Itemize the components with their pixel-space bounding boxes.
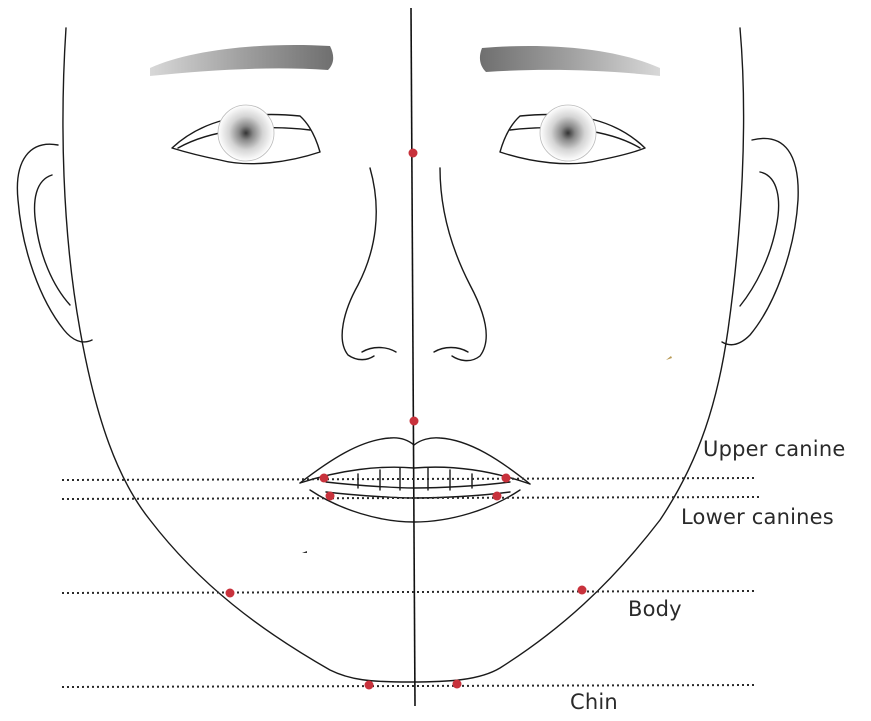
landmark-points (226, 149, 587, 690)
right-eyebrow (480, 46, 660, 76)
facial-midline (411, 8, 415, 706)
upper-lip (300, 438, 530, 484)
lip-line (300, 467, 530, 484)
landmark-chin-right (453, 680, 462, 689)
chin-label: Chin (570, 690, 618, 714)
upper-canine-label: Upper canine (703, 437, 845, 461)
teeth-upper (326, 482, 510, 488)
head-outline (63, 28, 744, 682)
right-ear (722, 138, 798, 344)
body-label: Body (628, 597, 682, 621)
landmark-chin-left (365, 681, 374, 690)
landmark-upper-canine-right (502, 474, 511, 483)
lower-canines-label: Lower canines (681, 505, 834, 529)
upper-canine-line (62, 478, 756, 480)
right-nostril (434, 348, 468, 353)
landmark-lower-canine-left (326, 492, 335, 501)
landmark-body-right (578, 586, 587, 595)
chin-line (62, 685, 756, 687)
right-ear-inner (740, 172, 779, 306)
landmark-body-left (226, 589, 235, 598)
nose-left-side (342, 168, 376, 360)
scan-mark (666, 356, 672, 360)
left-eyebrow (150, 45, 333, 76)
body-line (62, 591, 756, 593)
landmark-upper-canine-left (320, 474, 329, 483)
nose-right-side (440, 168, 486, 361)
landmark-subnasale (410, 417, 419, 426)
left-ear (17, 144, 92, 342)
left-nostril (362, 348, 396, 353)
scan-mark (302, 551, 307, 553)
landmark-lower-canine-right (493, 492, 502, 501)
landmark-nasion (409, 149, 418, 158)
